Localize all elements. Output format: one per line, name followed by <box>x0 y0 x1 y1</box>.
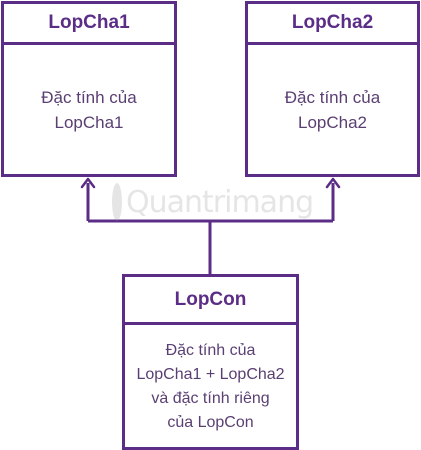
watermark-logo-icon <box>112 183 122 221</box>
watermark-text: Quantrimang <box>126 184 314 220</box>
class-body-lopcha2: Đặc tính của LopCha2 <box>248 48 417 174</box>
watermark: Quantrimang <box>112 180 314 224</box>
class-body-line: LopCha1 + LopCha2 <box>136 366 285 383</box>
class-body-line: và đặc tính riêng <box>151 390 270 407</box>
class-body-line: LopCha2 <box>297 113 367 132</box>
parent1-arrowhead-icon <box>80 177 96 189</box>
class-title-lopcha2: LopCha2 <box>248 4 417 45</box>
class-box-lopcha2: LopCha2 Đặc tính của LopCha2 <box>245 1 420 177</box>
class-title-lopcha1: LopCha1 <box>4 4 174 45</box>
class-body-lopcha1: Đặc tính của LopCha1 <box>4 48 174 174</box>
class-box-lopcha1: LopCha1 Đặc tính của LopCha1 <box>1 1 177 177</box>
class-title-lopcon: LopCon <box>125 277 296 325</box>
class-body-line: LopCha1 <box>54 113 124 132</box>
class-body-line: Đặc tính của <box>41 88 137 108</box>
class-body-lopcon: Đặc tính của LopCha1 + LopCha2 và đặc tí… <box>125 327 296 447</box>
class-box-lopcon: LopCon Đặc tính của LopCha1 + LopCha2 và… <box>122 274 299 450</box>
parent2-arrowhead-icon <box>325 177 341 189</box>
class-body-line: Đặc tính của <box>284 88 381 108</box>
class-body-line: của LopCon <box>167 414 254 431</box>
class-body-line: Đặc tính của <box>165 342 256 359</box>
